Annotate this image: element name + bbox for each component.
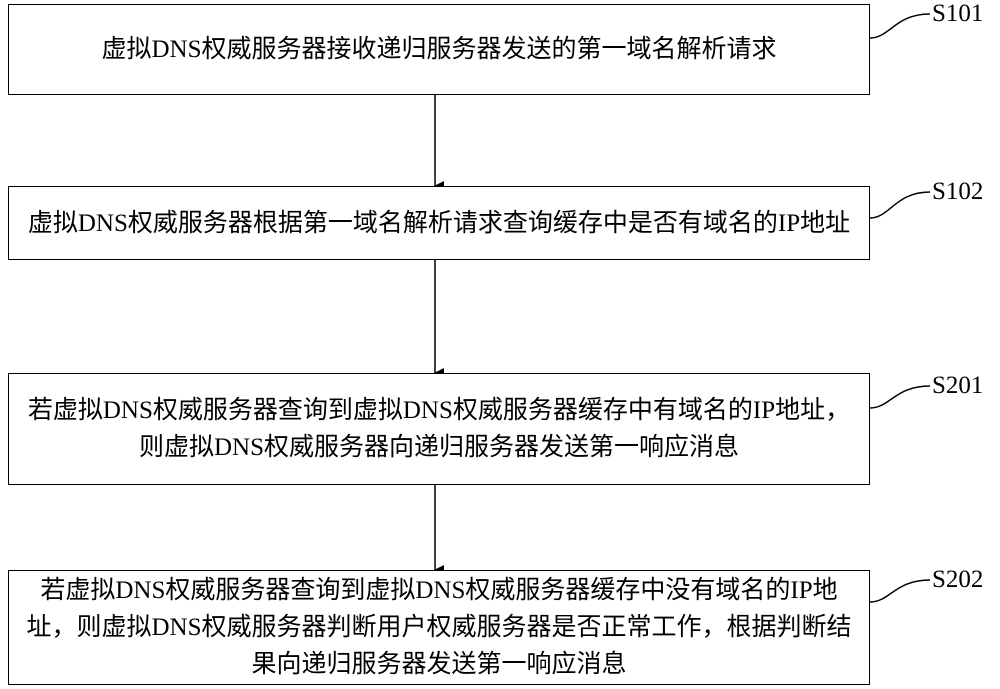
leader-s101 <box>869 13 931 39</box>
step-box-s201: 若虚拟DNS权威服务器查询到虚拟DNS权威服务器缓存中有域名的IP地址，则虚拟D… <box>8 373 870 485</box>
step-label-s201: S201 <box>932 372 984 399</box>
step-text-s201: 若虚拟DNS权威服务器查询到虚拟DNS权威服务器缓存中有域名的IP地址，则虚拟D… <box>27 397 851 461</box>
leader-s202 <box>869 579 931 603</box>
step-label-s102: S102 <box>932 178 984 205</box>
step-label-s202: S202 <box>932 566 984 593</box>
step-text-s102: 虚拟DNS权威服务器根据第一域名解析请求查询缓存中是否有域名的IP地址 <box>27 209 851 237</box>
step-text-s202: 若虚拟DNS权威服务器查询到虚拟DNS权威服务器缓存中没有域名的IP地址，则虚拟… <box>26 577 852 678</box>
step-box-s102: 虚拟DNS权威服务器根据第一域名解析请求查询缓存中是否有域名的IP地址 <box>8 186 870 260</box>
step-text-s101: 虚拟DNS权威服务器接收递归服务器发送的第一域名解析请求 <box>101 36 777 63</box>
step-box-s202: 若虚拟DNS权威服务器查询到虚拟DNS权威服务器缓存中没有域名的IP地址，则虚拟… <box>8 570 870 685</box>
step-label-s101: S101 <box>932 0 984 27</box>
step-box-s101: 虚拟DNS权威服务器接收递归服务器发送的第一域名解析请求 <box>8 4 870 95</box>
leader-s102 <box>869 191 931 219</box>
leader-s201 <box>869 385 931 409</box>
